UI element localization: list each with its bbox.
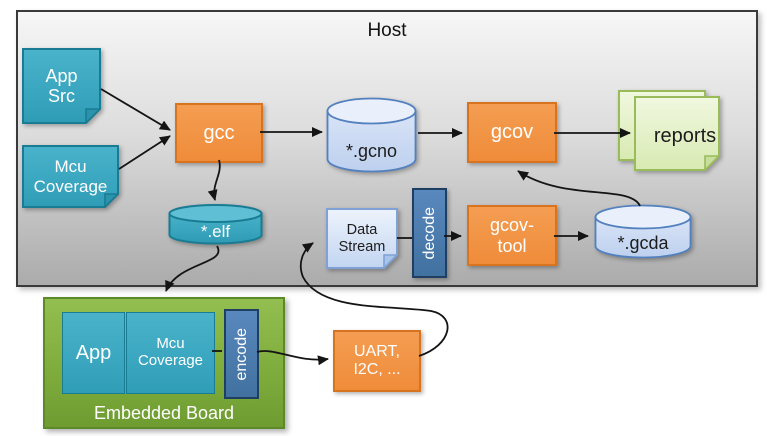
gcov-tool-label: gcov- tool	[489, 215, 534, 256]
app-box: App	[62, 312, 125, 394]
gcov-box: gcov	[467, 102, 557, 163]
elf-label: *.elf	[200, 221, 231, 241]
host-title: Host	[367, 20, 407, 41]
app-src-note: App Src	[22, 48, 101, 124]
gcc-box: gcc	[175, 103, 263, 163]
mcu-coverage-runtime-label: Mcu Coverage	[137, 335, 204, 369]
mcu-coverage-runtime-box: Mcu Coverage	[126, 312, 215, 394]
note-shape	[22, 145, 119, 208]
app-src-label: App Src	[45, 65, 78, 106]
elf-cylinder: *.elf	[168, 204, 263, 245]
gcov-tool-box: gcov- tool	[467, 205, 557, 266]
reports-notes: reports	[618, 90, 720, 171]
encode-label: encode	[232, 327, 250, 381]
gcno-cylinder: *.gcno	[326, 97, 417, 173]
gcda-cylinder: *.gcda	[594, 204, 692, 259]
gcov-label: gcov	[490, 121, 534, 144]
uart-label: UART, I2C, ...	[353, 343, 401, 378]
note-shape	[22, 48, 101, 124]
data-stream-label: Data Stream	[338, 222, 386, 255]
decode-label: decode	[420, 206, 438, 260]
mcu-coverage-src-note: Mcu Coverage	[22, 145, 119, 208]
cylinder-shape	[168, 204, 263, 245]
embedded-board-label: Embedded Board	[93, 403, 235, 423]
cylinder-shape	[326, 97, 417, 173]
reports-label: reports	[653, 125, 717, 148]
decode-box: decode	[412, 188, 447, 278]
encode-box: encode	[224, 309, 259, 399]
cylinder-shape	[594, 204, 692, 259]
embedded-board-container: App Mcu Coverage encode Embedded Board	[43, 297, 285, 429]
mcu-coverage-src-label: Mcu Coverage	[33, 157, 108, 196]
data-stream-note: Data Stream	[326, 208, 398, 269]
stacked-notes-shape	[618, 90, 720, 171]
uart-box: UART, I2C, ...	[333, 330, 421, 392]
gcc-label: gcc	[203, 121, 235, 144]
gcno-label: *.gcno	[345, 140, 398, 161]
app-label: App	[75, 341, 112, 364]
gcda-label: *.gcda	[617, 233, 669, 254]
